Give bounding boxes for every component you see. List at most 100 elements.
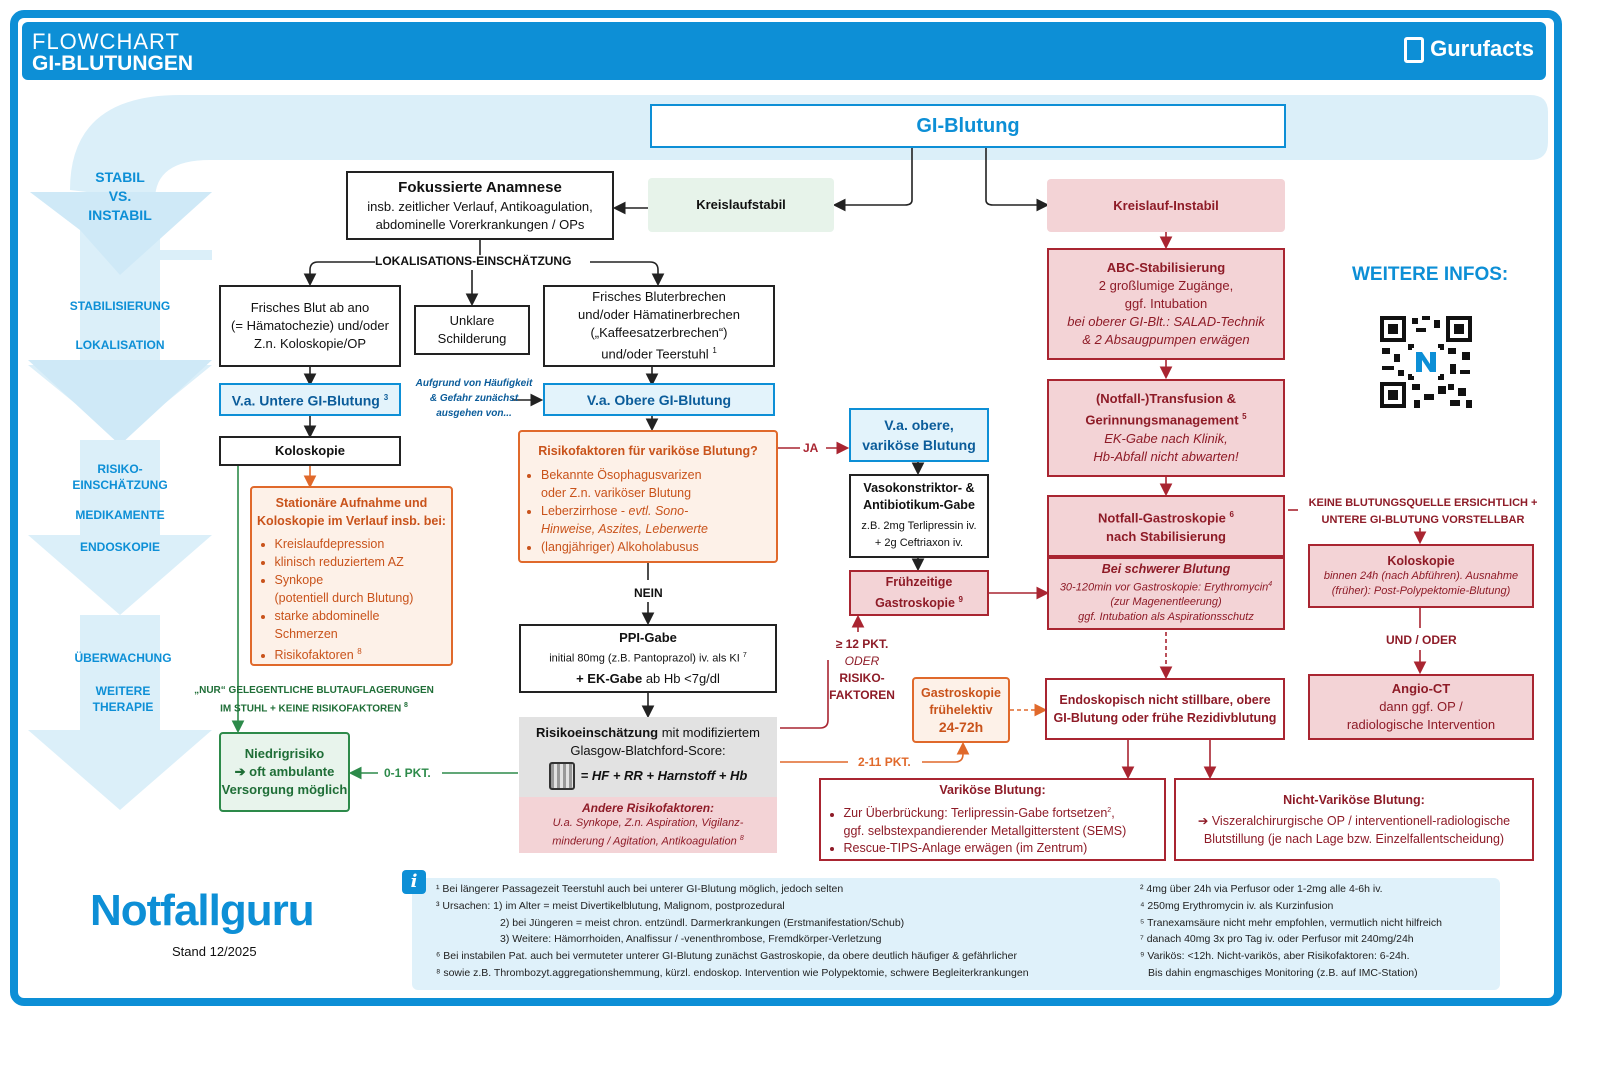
side-stabil-1: STABIL <box>95 169 145 185</box>
side-label-medikamente: MEDIKAMENTE <box>75 508 165 522</box>
varikoese-item-cont: ggf. selbstexpandierender Metallgitterst… <box>843 823 1127 838</box>
gi-blutung-label: GI-Blutung <box>916 115 1020 137</box>
frisches-blut-ano-box: Frisches Blut ab ano (= Hämatochezie) un… <box>219 285 401 367</box>
kolo2-line-2: (früher): Post-Polypektomie-Blutung) <box>1331 584 1511 597</box>
side-label-stabil: STABIL VS. INSTABIL <box>55 168 185 225</box>
unklare-line-1: Unklare <box>449 313 495 328</box>
ppi-title: PPI-Gabe <box>619 629 677 645</box>
side-risiko-2: EINSCHÄTZUNG <box>72 478 168 492</box>
side-risiko-1: RISIKO- <box>97 462 143 476</box>
footnote: 2) bei Jüngeren = meist chron. entzündl.… <box>500 916 905 929</box>
schwere-line-1: 30-120min vor Gastroskopie: Erythromycin <box>1059 581 1269 594</box>
keine-quelle-note: KEINE BLUTUNGSQUELLE ERSICHTLICH + UNTER… <box>1298 495 1548 529</box>
footnotes-panel: ¹ Bei längerer Passagezeit Teerstuhl auc… <box>412 878 1500 990</box>
risiko-item: Leberzirrhose - <box>541 504 629 518</box>
stationaer-item: Synkope <box>275 571 455 589</box>
notfallguru-logo: Notfallguru <box>90 886 315 936</box>
ge12-line-4: FAKTOREN <box>829 688 895 702</box>
abc-italic-1: bei oberer GI-Blt.: SALAD-Technik <box>1067 314 1265 329</box>
andere-line-1: U.a. Synkope, Z.n. Aspiration, Vigilanz- <box>552 816 744 829</box>
gastroskopie-fruehelektiv-box: Gastroskopie frühelektiv 24-72h <box>912 677 1010 743</box>
header-bar: FLOWCHART GI-BLUTUNGEN Gurufacts <box>22 22 1546 80</box>
erbrechen-line-3: („Kaffeesatzerbrechen“) <box>590 325 728 341</box>
endoskopisch-nicht-stillbar-box: Endoskopisch nicht stillbare, obere GI-B… <box>1045 678 1285 740</box>
risiko-bold: Risikoeinschätzung <box>536 725 659 740</box>
stationaer-item: klinisch reduziertem AZ <box>275 553 455 571</box>
risikoeinschaetzung-box: Risikoeinschätzung mit modifiziertem Gla… <box>519 717 777 797</box>
nur-note-sup: 8 <box>403 702 408 709</box>
transfusion-title-1: (Notfall-)Transfusion & <box>1095 391 1237 407</box>
stationaer-item: Risikofaktoren <box>274 648 354 663</box>
frisches-bluterbrechen-box: Frisches Bluterbrechen und/oder Hämatine… <box>543 285 775 367</box>
schwere-title: Bei schwerer Blutung <box>1101 561 1231 576</box>
unklare-note-1: Aufgrund von Häufigkeit <box>415 378 533 389</box>
schwere-blutung-box: Bei schwerer Blutung 30-120min vor Gastr… <box>1047 557 1285 630</box>
footnote: ³ Ursachen: 1) im Alter = meist Divertik… <box>436 899 785 912</box>
side-label-stabilisierung: STABILISIERUNG <box>69 299 171 313</box>
ano-line-1: Frisches Blut ab ano <box>250 300 370 315</box>
stand-label: Stand 12/2025 <box>172 944 257 959</box>
va-obere-varikoes-box: V.a. obere, variköse Blutung <box>849 408 989 462</box>
ek-gabe-rest: ab Hb <7g/dl <box>642 671 720 687</box>
abc-line-2: ggf. Intubation <box>1124 296 1208 311</box>
va-varikoes-line-2: variköse Blutung <box>862 437 976 453</box>
kolo2-title: Koloskopie <box>1387 553 1455 568</box>
endo-line-2: GI-Blutung oder frühe Rezidivblutung <box>1053 711 1277 725</box>
frueh-line-1: Frühzeitige <box>885 575 953 590</box>
varikoese-item: Rescue-TIPS-Anlage erwägen (im Zentrum) <box>844 840 1164 857</box>
va-untere-sup: 3 <box>383 393 389 403</box>
stationaer-title-1: Stationäre Aufnahme und <box>275 496 428 510</box>
risiko-item-italic: evtl. Sono- <box>628 504 689 518</box>
keine-quelle-2: UNTERE GI-BLUTUNG VORSTELLBAR <box>1321 514 1525 526</box>
transfusion-box: (Notfall-)Transfusion & Gerinnungsmanage… <box>1047 379 1285 477</box>
nur-note-1: „NUR“ GELEGENTLICHE BLUTAUFLAGERUNGEN <box>194 685 434 696</box>
info-icon: i <box>402 870 426 894</box>
footnote: ¹ Bei längerer Passagezeit Teerstuhl auc… <box>436 883 844 895</box>
vaso-text-1: z.B. 2mg Terlipressin iv. <box>861 520 977 532</box>
varikoese-sup: 2 <box>1107 807 1112 815</box>
angio-ct-box: Angio-CT dann ggf. OP / radiologische In… <box>1308 674 1534 740</box>
niedrig-line-2: ➔ oft ambulante <box>234 764 335 779</box>
risiko-varikoes-title: Risikofaktoren für variköse Blutung? <box>538 444 758 458</box>
document-icon <box>1404 37 1425 64</box>
nicht-varikoese-title: Nicht-Variköse Blutung: <box>1283 793 1425 807</box>
varikoese-item: Zur Überbrückung: Terlipressin-Gabe fort… <box>843 806 1108 821</box>
footnote: 3) Weitere: Hämorrhoiden, Analfissur / -… <box>500 933 882 946</box>
varikoese-blutung-box: Variköse Blutung: Zur Überbrückung: Terl… <box>819 778 1166 861</box>
footnote: ⁴ 250mg Erythromycin iv. als Kurzinfusio… <box>1140 899 1334 912</box>
niedrig-line-1: Niedrigrisiko <box>244 746 325 761</box>
side-stabil-2: VS. <box>108 188 132 204</box>
notfall-gastroskopie-box: Notfall-Gastroskopie 6 nach Stabilisieru… <box>1047 495 1285 557</box>
weitere-infos-label: WEITERE INFOS: <box>1352 264 1509 285</box>
footnote: ⁹ Varikös: <12h. Nicht-varikös, aber Ris… <box>1140 950 1410 963</box>
header-title-2: GI-BLUTUNGEN <box>32 52 193 75</box>
ano-line-3: Z.n. Koloskopie/OP <box>254 336 366 351</box>
vaso-text-2: + 2g Ceftriaxon iv. <box>874 537 964 549</box>
footnote: ⁷ danach 40mg 3x pro Tag iv. oder Perfus… <box>1140 933 1414 946</box>
erbrechen-line-1: Frisches Bluterbrechen <box>592 289 726 305</box>
gi-blutung-box: GI-Blutung <box>650 104 1286 148</box>
anamnese-title: Fokussierte Anamnese <box>398 178 562 196</box>
schwere-line-2: (zur Magenentleerung) <box>1110 596 1222 609</box>
unklare-note-3: ausgehen von... <box>436 408 512 419</box>
qr-code-icon[interactable] <box>1378 314 1474 410</box>
ppi-sup: 7 <box>742 651 747 659</box>
lokalisation-label: LOKALISATIONS-EINSCHÄTZUNG <box>375 254 572 268</box>
andere-line-2: minderung / Agitation, Antikoagulation <box>552 835 737 848</box>
stationaer-sup: 8 <box>357 647 362 656</box>
transfusion-sup: 5 <box>1242 412 1247 422</box>
side-weitere-1: WEITERE <box>95 684 151 698</box>
nur-note-2: IM STUHL + KEINE RISIKOFAKTOREN <box>220 703 402 715</box>
transfusion-title-2: Gerinnungsmanagement <box>1085 412 1239 428</box>
elektiv-line-1: Gastroskopie <box>921 685 1001 700</box>
notfall-gastro-line-2: nach Stabilisierung <box>1106 528 1226 544</box>
kreislaufstabil-box: Kreislaufstabil <box>648 178 834 232</box>
nicht-varikoese-line-2: Blutstillung (je nach Lage bzw. Einzelfa… <box>1203 832 1505 846</box>
side-weitere-2: THERAPIE <box>92 700 154 714</box>
side-label-endoskopie: ENDOSKOPIE <box>79 540 160 554</box>
gurufacts-label: Gurufacts <box>1430 36 1534 61</box>
nicht-varikoese-blutung-box: Nicht-Variköse Blutung: ➔ Viszeralchirur… <box>1174 778 1534 861</box>
andere-risikofaktoren-box: Andere Risikofaktoren: U.a. Synkope, Z.n… <box>519 797 777 853</box>
footnote: ⁶ Bei instabilen Pat. auch bei vermutete… <box>436 950 1017 963</box>
andere-title: Andere Risikofaktoren: <box>581 800 715 815</box>
